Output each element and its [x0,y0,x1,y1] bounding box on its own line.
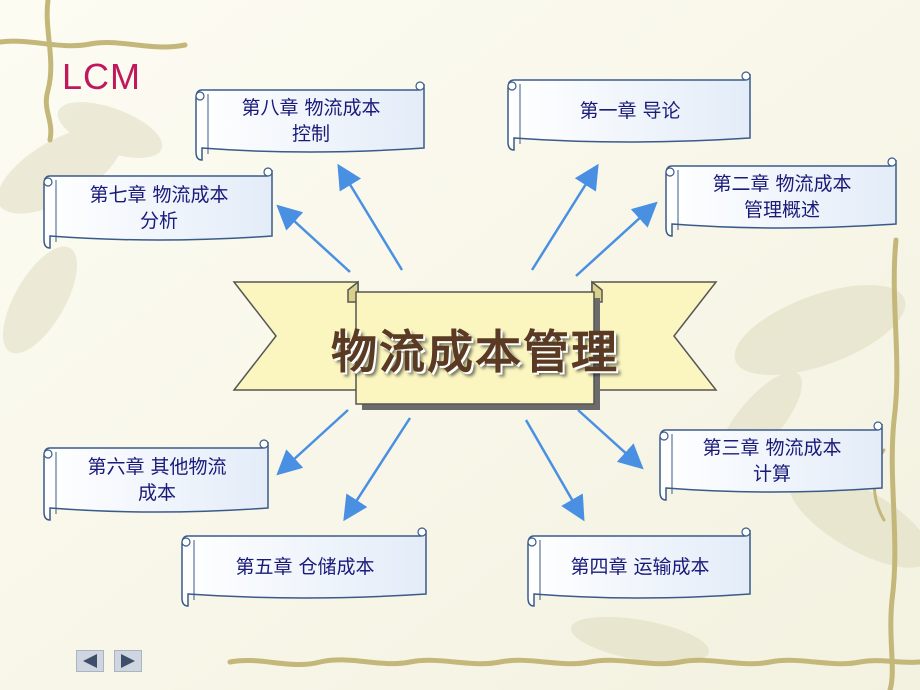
scroll-shape [665,157,897,237]
scroll-shape [659,421,883,501]
logo-text: LCM [62,56,142,97]
arrow-to-ch4 [524,419,585,522]
chapter-4-scroll[interactable]: 第四章 运输成本 [522,526,752,612]
chapter-1-label: 第一章 导论 [579,100,681,122]
center-topic-ribbon: 物流成本管理 [230,278,720,418]
chapter-8-label: 第八章 物流成本 控制 [241,97,381,145]
arrow-to-ch1 [530,163,599,271]
arrow-to-ch3 [577,409,644,470]
chapter-7-label: 第七章 物流成本 分析 [89,184,229,232]
scroll-shape [43,439,269,521]
scroll-shape [43,167,273,249]
chapter-7-scroll[interactable]: 第七章 物流成本 分析 [38,166,274,254]
chapter-2-scroll[interactable]: 第二章 物流成本 管理概述 [660,156,898,242]
center-title: 物流成本管理 [331,325,619,379]
scroll-shape [195,81,425,161]
prev-arrow-icon [83,654,97,668]
chapter-2-label: 第二章 物流成本 管理概述 [712,173,852,221]
arrow-to-ch7 [276,204,351,273]
scroll-shape [527,527,751,607]
chapter-4-label: 第四章 运输成本 [570,556,710,578]
chapter-5-scroll[interactable]: 第五章 仓储成本 [176,526,428,612]
chapter-3-label: 第三章 物流成本 计算 [702,437,842,485]
arrow-to-ch5 [343,417,412,522]
chapter-8-scroll[interactable]: 第八章 物流成本 控制 [190,80,426,166]
chapter-6-label: 第六章 其他物流 成本 [87,456,227,504]
next-slide-button[interactable] [114,650,142,672]
prev-slide-button[interactable] [76,650,104,672]
chapter-6-scroll[interactable]: 第六章 其他物流 成本 [38,438,270,526]
arrow-to-ch6 [276,409,349,476]
arrow-to-ch2 [575,201,658,277]
scroll-shape [181,527,427,607]
next-arrow-icon [121,654,135,668]
scroll-shape [507,71,751,151]
chapter-5-label: 第五章 仓储成本 [235,556,375,578]
chapter-3-scroll[interactable]: 第三章 物流成本 计算 [654,420,884,506]
arrow-to-ch8 [337,163,404,271]
chapter-1-scroll[interactable]: 第一章 导论 [502,70,752,156]
